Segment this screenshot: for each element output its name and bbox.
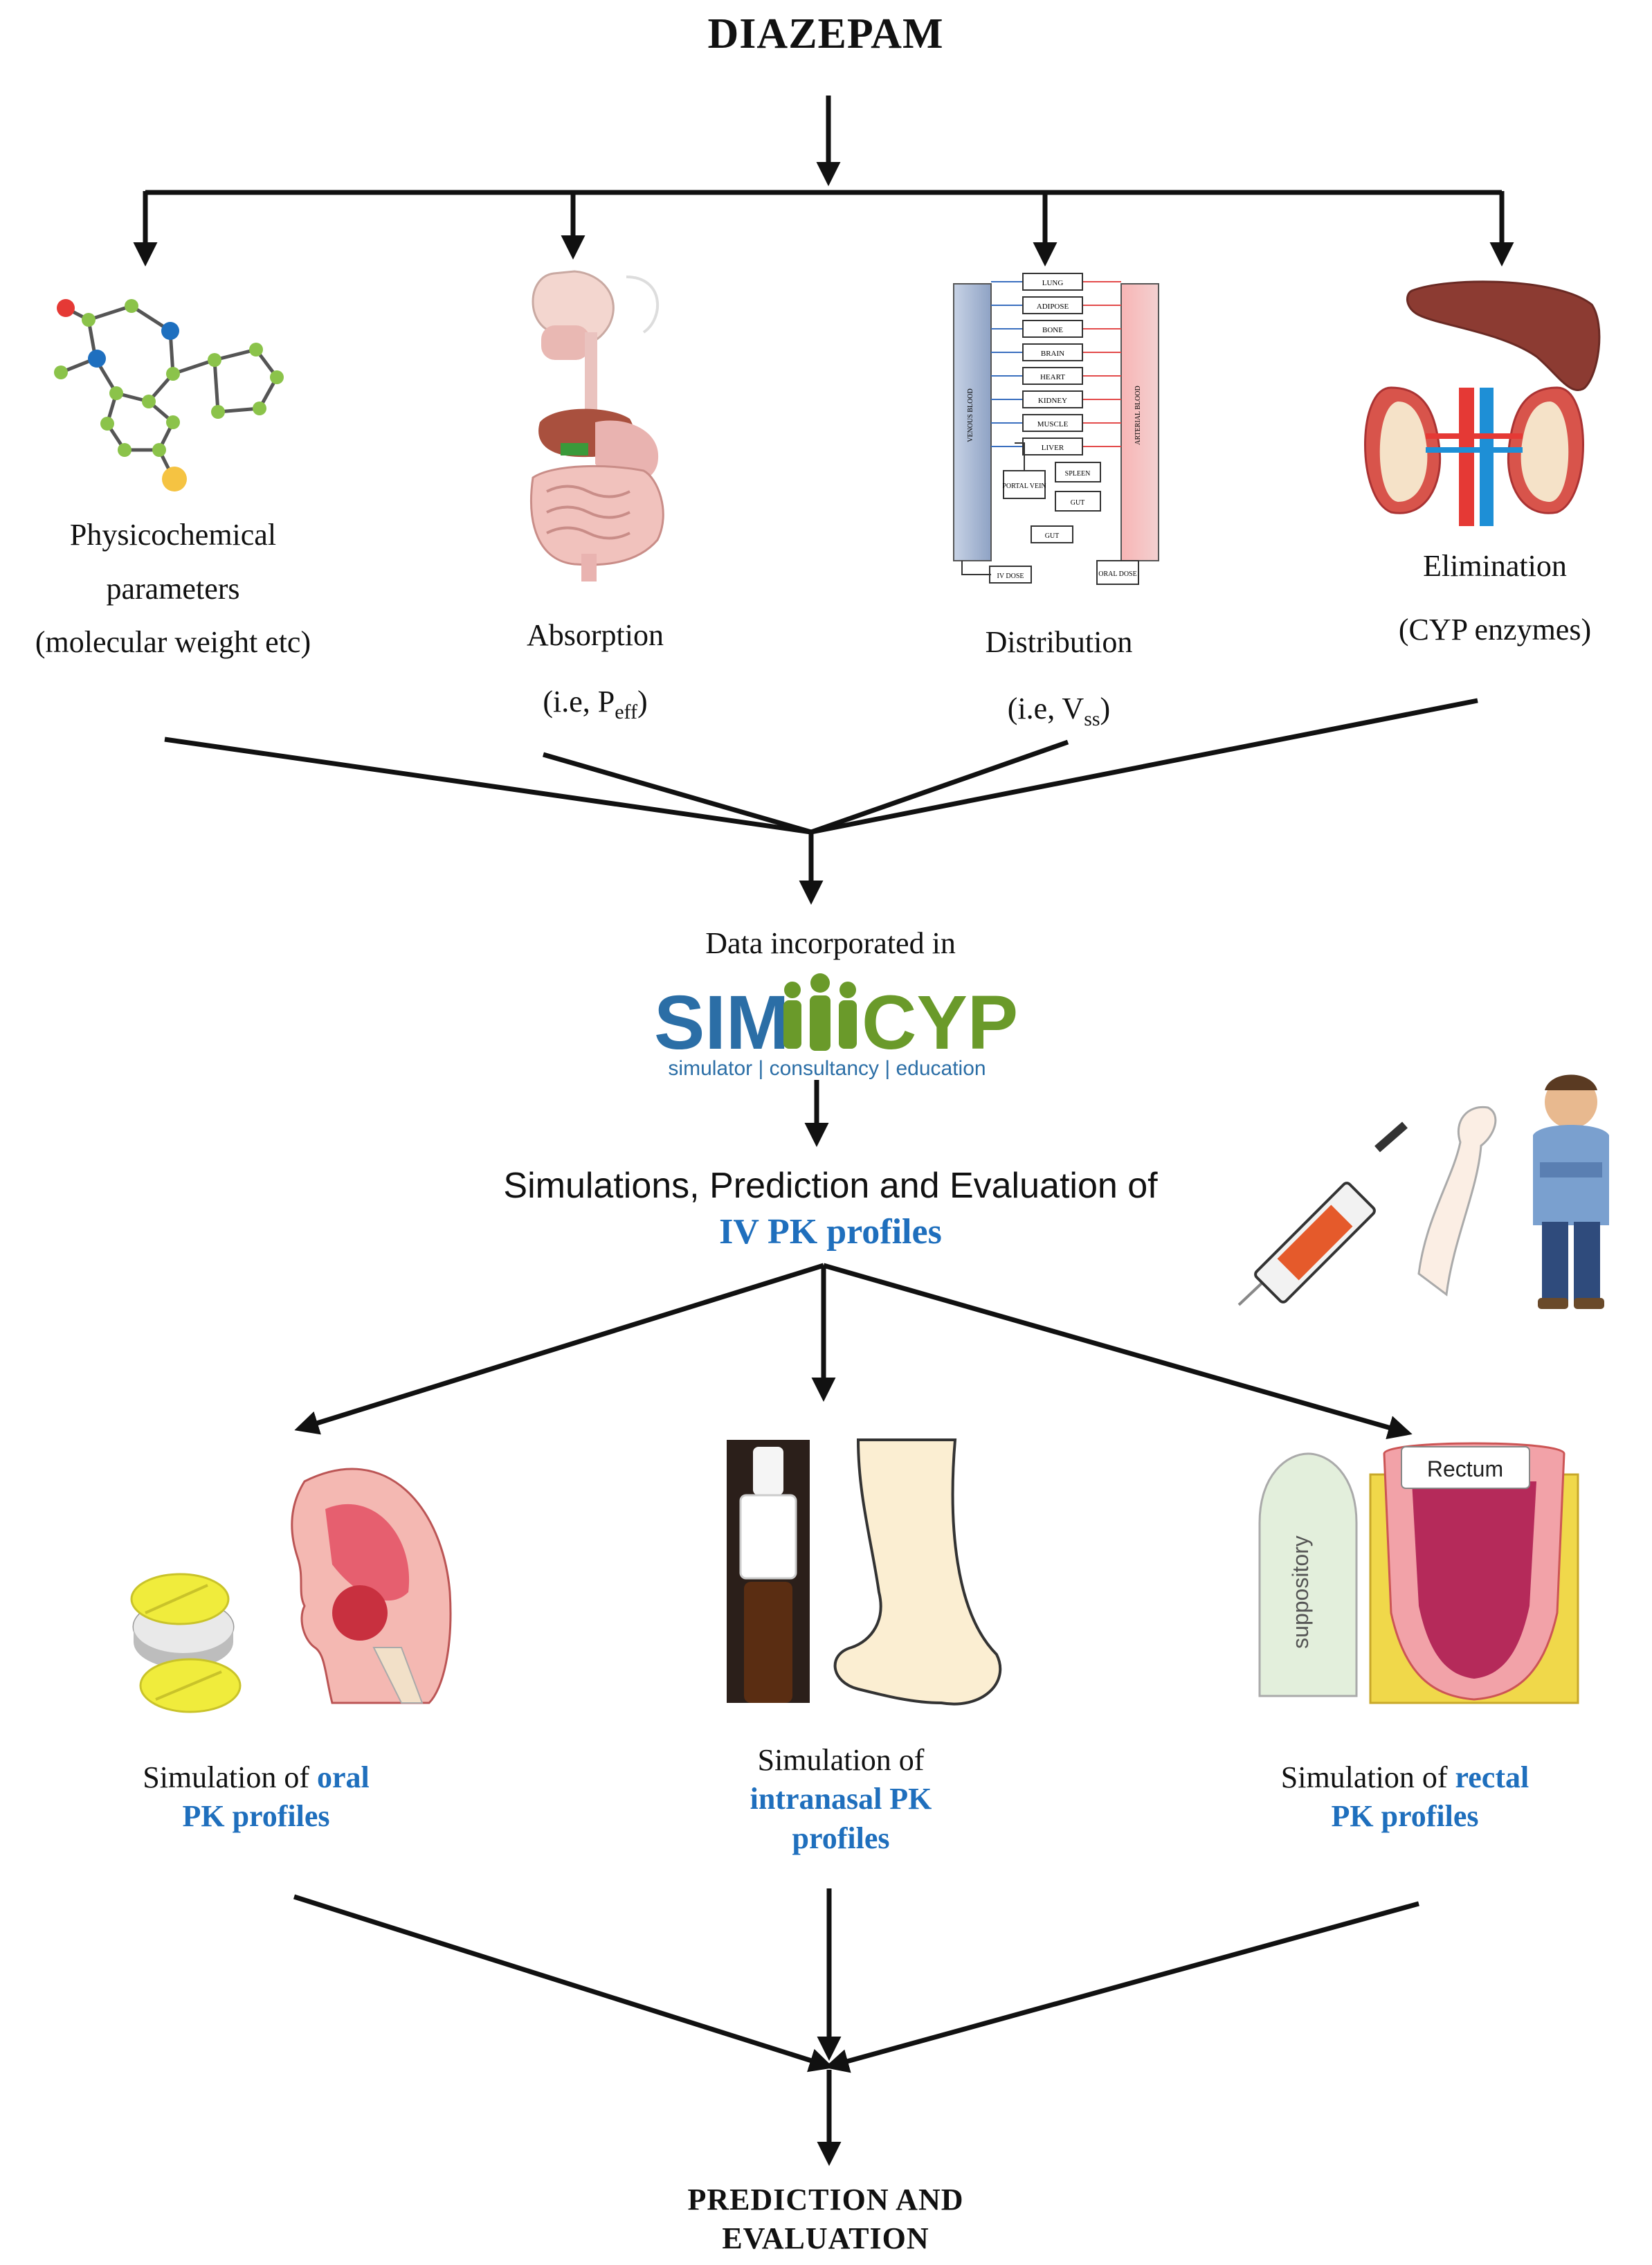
absorption-param: (i.e, Peff) <box>436 683 754 725</box>
intranasal-label: Simulation of intranasal PK profiles <box>682 1741 1000 1858</box>
molecule-icon <box>54 299 284 491</box>
absorption-sub: eff <box>615 701 637 724</box>
intranasal-line3: profiles <box>792 1821 890 1855</box>
oral-dose-label: ORAL DOSE <box>1098 570 1136 578</box>
converge-connectors <box>164 698 1478 1147</box>
simcyp-cyp: CYP <box>862 980 1018 1065</box>
oral-prefix: Simulation of <box>143 1760 317 1794</box>
skin-gut-label: GUT <box>1045 532 1060 540</box>
elimination-label: Elimination (CYP enzymes) <box>1329 547 1652 650</box>
distribution-sub: ss <box>1084 707 1100 731</box>
incorporated-label: Data incorporated in <box>705 926 956 960</box>
sim-eval-line2: IV PK profiles <box>719 1211 942 1252</box>
organ-label: LIVER <box>1042 444 1064 452</box>
organ-label: MUSCLE <box>1037 420 1069 428</box>
organ-label: BONE <box>1042 326 1063 334</box>
physchem-label: Physicochemical parameters (molecular we… <box>0 516 346 662</box>
organ-box <box>1022 414 1083 432</box>
absorption-prefix: (i.e, P <box>543 685 615 719</box>
man-icon <box>1533 1074 1609 1309</box>
arterial-blood-label: ARTERIAL BLOOD <box>1134 386 1142 444</box>
rectal-label: Simulation of rectal PK profiles <box>1239 1758 1571 1837</box>
liver-kidney-icon <box>1364 280 1601 526</box>
organ-box <box>1022 437 1083 455</box>
absorption-suffix: ) <box>637 685 648 719</box>
diverge-connectors <box>294 1263 1413 1440</box>
spleen-label: SPLEEN <box>1065 470 1091 478</box>
suppository-label: suppository <box>1288 1535 1313 1649</box>
simcyp-logo: SIM CYP simulator | consultancy | educat… <box>654 973 1018 1080</box>
pills-icon <box>130 1573 242 1713</box>
portal-vein-label: PORTAL VEIN <box>1002 482 1046 490</box>
distribution-param: (i.e, Vss) <box>900 689 1218 732</box>
rectal-line1: Simulation of rectal <box>1239 1758 1571 1797</box>
oral-line2: PK profiles <box>182 1799 330 1834</box>
page-title: DIAZEPAM <box>707 10 944 57</box>
organ-box <box>1022 343 1083 361</box>
oral-highlight: oral <box>317 1760 370 1794</box>
organ-box <box>1022 390 1083 408</box>
organ-label: BRAIN <box>1041 350 1064 358</box>
nasal-spray-icon <box>727 1440 810 1703</box>
rectal-line2: PK profiles <box>1331 1799 1479 1834</box>
rectal-highlight: rectal <box>1455 1760 1530 1794</box>
simcyp-tagline: simulator | consultancy | education <box>668 1057 986 1080</box>
digestive-system-icon <box>530 270 664 581</box>
rectum-label: Rectum <box>1427 1456 1503 1481</box>
distribution-suffix: ) <box>1100 692 1111 726</box>
distribution-label: Distribution (i.e, Vss) <box>900 623 1218 733</box>
organ-box <box>1022 367 1083 385</box>
absorption-line1: Absorption <box>527 618 664 652</box>
syringe-icon <box>1237 1121 1408 1306</box>
simcyp-sim: SIM <box>654 980 790 1065</box>
head-profile-icon <box>291 1468 452 1704</box>
final-connectors <box>293 1888 1419 2166</box>
elimination-line2: (CYP enzymes) <box>1398 613 1592 647</box>
intranasal-line1: Simulation of <box>757 1743 925 1777</box>
rectum-icon: Rectum <box>1369 1442 1579 1704</box>
sim-eval-label: Simulations, Prediction and Evaluation o… <box>415 1163 1246 1255</box>
physchem-line3: (molecular weight etc) <box>35 624 311 659</box>
organ-box <box>1022 296 1083 314</box>
organ-label: LUNG <box>1042 279 1064 287</box>
top-connectors <box>133 96 1514 267</box>
rectal-prefix: Simulation of <box>1280 1760 1455 1794</box>
physchem-line2: parameters <box>106 572 240 606</box>
organ-label: ADIPOSE <box>1037 303 1069 311</box>
final-line1: PREDICTION AND <box>687 2183 964 2217</box>
organ-label: HEART <box>1040 373 1065 381</box>
organ-label: KIDNEY <box>1038 397 1067 405</box>
organ-box <box>1022 273 1083 291</box>
nose-icon <box>833 1438 1002 1706</box>
iv-dose-label: IV DOSE <box>997 572 1024 580</box>
pbpk-distribution-diagram: VENOUS BLOOD ARTERIAL BLOOD LUNG ADIPOSE B… <box>953 273 1159 585</box>
oral-line1: Simulation of oral <box>97 1758 415 1797</box>
distribution-line1: Distribution <box>985 625 1133 659</box>
final-label: PREDICTION AND EVALUATION <box>618 2181 1033 2259</box>
venous-blood-label: VENOUS BLOOD <box>967 388 974 442</box>
elimination-line1: Elimination <box>1423 549 1567 583</box>
physchem-line1: Physicochemical <box>69 518 277 552</box>
distribution-prefix: (i.e, V <box>1007 692 1084 726</box>
sim-eval-line1: Simulations, Prediction and Evaluation o… <box>503 1166 1158 1206</box>
gut-label: GUT <box>1071 499 1085 507</box>
oral-label: Simulation of oral PK profiles <box>97 1758 415 1837</box>
suppository-icon: suppository <box>1258 1452 1358 1697</box>
organ-rows: LUNG ADIPOSE BONE BRAIN HEART KIDNEY MUSCLE LIV… <box>991 273 1121 455</box>
intranasal-line2: intranasal PK <box>750 1782 932 1816</box>
organ-box <box>1022 320 1083 338</box>
absorption-label: Absorption (i.e, Peff) <box>436 616 754 726</box>
arm-icon <box>1417 1106 1497 1297</box>
final-line2: EVALUATION <box>722 2221 929 2256</box>
